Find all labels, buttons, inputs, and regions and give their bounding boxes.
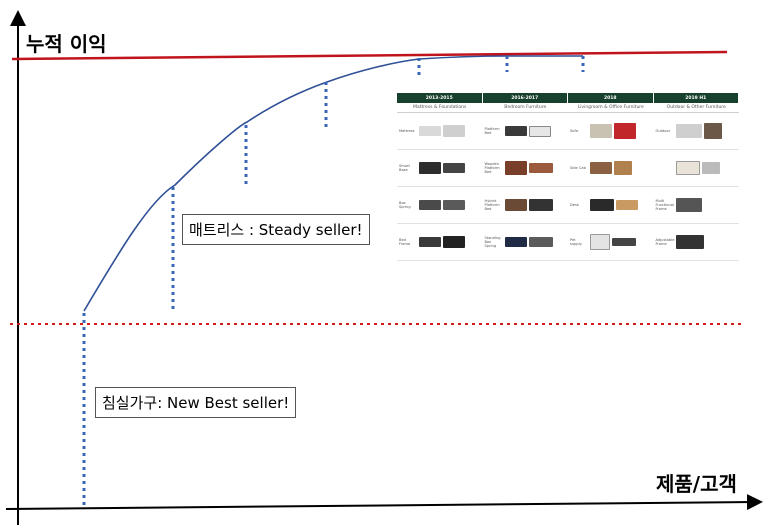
box-spring-image bbox=[529, 237, 553, 247]
product-label: Desk bbox=[570, 203, 588, 207]
bed-image bbox=[505, 199, 527, 211]
product-label: Box Spring bbox=[399, 201, 417, 209]
frame-image bbox=[443, 163, 465, 173]
desk-image bbox=[590, 199, 614, 211]
box-spring-image bbox=[443, 200, 465, 210]
category-header: Bedroom Furniture bbox=[483, 103, 569, 112]
product-label: Wooden Platform Bed bbox=[485, 162, 503, 174]
product-label: Adjustable Frame bbox=[656, 238, 674, 246]
period-header: 2018 bbox=[568, 93, 654, 103]
frame-image bbox=[419, 237, 441, 247]
period-header-row: 2013-2015 2016-2017 2018 2019 H1 bbox=[397, 93, 739, 103]
product-label: Sofa bbox=[570, 129, 588, 133]
product-row: Box Spring Hybrid Platform Bed Desk Mult… bbox=[397, 187, 739, 224]
bed-image bbox=[529, 199, 553, 211]
period-header: 2013-2015 bbox=[397, 93, 483, 103]
category-header: Livingroom & Office Furniture bbox=[568, 103, 654, 112]
product-row: Mattress Platform Bed Sofa Outdoor bbox=[397, 113, 739, 150]
product-label: Platform Bed bbox=[485, 127, 503, 135]
product-row: Smart Base Wooden Platform Bed Side Cab bbox=[397, 150, 739, 187]
table-image bbox=[614, 161, 632, 175]
product-label: Smart Base bbox=[399, 164, 417, 172]
bed-image bbox=[529, 163, 553, 173]
frame-image bbox=[676, 198, 702, 212]
product-label: Mattress bbox=[399, 129, 417, 133]
product-label: Outdoor bbox=[656, 129, 674, 133]
product-row: Bed Frame Standing Box Spring Pet supply… bbox=[397, 224, 739, 261]
frame-image bbox=[443, 236, 465, 248]
product-label: Standing Box Spring bbox=[485, 236, 503, 248]
period-header: 2016-2017 bbox=[483, 93, 569, 103]
x-axis bbox=[6, 502, 755, 509]
category-header-row: Mattress & Foundations Bedroom Furniture… bbox=[397, 103, 739, 113]
product-label: Bed Frame bbox=[399, 238, 417, 246]
mattress-image bbox=[419, 126, 441, 136]
box-spring-image bbox=[505, 237, 527, 247]
product-lineup-table: 2013-2015 2016-2017 2018 2019 H1 Mattres… bbox=[397, 93, 739, 259]
profit-ceiling-line bbox=[12, 52, 727, 59]
bed-image bbox=[529, 126, 551, 137]
product-label: Hybrid Platform Bed bbox=[485, 199, 503, 211]
bed-image bbox=[505, 161, 527, 175]
outdoor-image bbox=[704, 123, 722, 139]
sofa-image bbox=[590, 124, 612, 138]
box-spring-image bbox=[419, 200, 441, 210]
category-header: Mattress & Foundations bbox=[397, 103, 483, 112]
mattress-image bbox=[612, 238, 636, 246]
category-header: Outdoor & Other Furniture bbox=[654, 103, 740, 112]
adjustable-frame-image bbox=[676, 235, 704, 249]
frame-image bbox=[702, 162, 720, 174]
pet-stairs-image bbox=[590, 234, 610, 250]
table-image bbox=[590, 162, 612, 174]
mattress-image bbox=[443, 125, 465, 137]
desk-image bbox=[616, 200, 638, 210]
y-axis-label: 누적 이익 bbox=[26, 28, 107, 57]
table-image bbox=[676, 161, 700, 175]
product-label: Multi Functional Frame bbox=[656, 199, 674, 211]
mattress-callout: 매트리스 : Steady seller! bbox=[182, 214, 370, 245]
x-axis-label: 제품/고객 bbox=[656, 468, 737, 497]
sofa-image bbox=[614, 123, 636, 139]
bed-image bbox=[505, 126, 527, 136]
bedroom-furniture-callout: 침실가구: New Best seller! bbox=[95, 387, 296, 418]
outdoor-image bbox=[676, 124, 702, 138]
product-label: Side Cab bbox=[570, 166, 588, 170]
product-label: Pet supply bbox=[570, 238, 588, 246]
period-header: 2019 H1 bbox=[654, 93, 740, 103]
frame-image bbox=[419, 162, 441, 174]
